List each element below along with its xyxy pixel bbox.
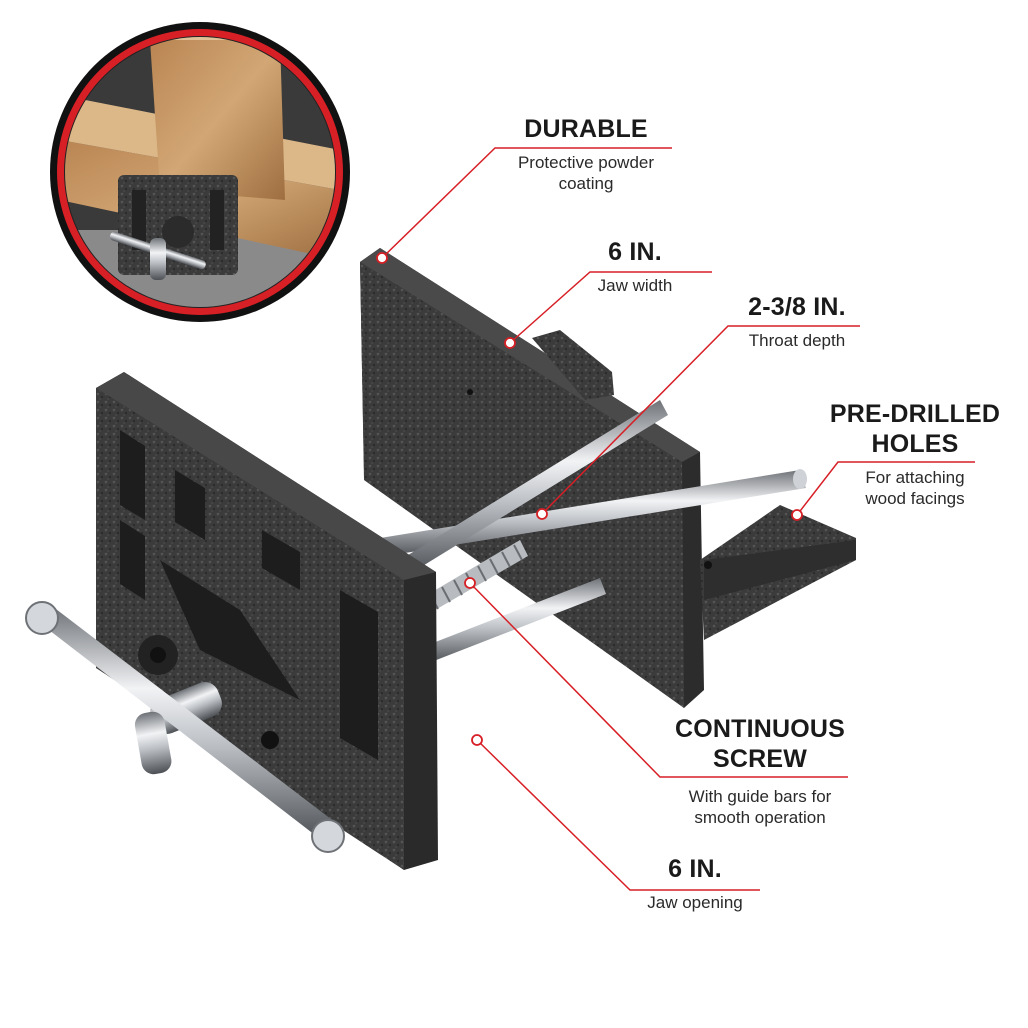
callout-jaw-width: 6 IN. Jaw width [560,237,710,296]
callout-holes-title-1: PRE-DRILLED [829,400,1001,428]
callout-screw: CONTINUOUS SCREW With guide bars for smo… [660,714,860,828]
callout-durable-desc-1: Protective powder [517,153,655,172]
callout-durable: DURABLE Protective powder coating [476,114,696,194]
leader-lines [381,147,975,891]
leader-screw [469,582,848,778]
leader-dots [376,252,803,746]
callout-screw-title-2: SCREW [712,745,808,773]
callout-holes-desc-1: For attaching [865,468,965,487]
callout-durable-title: DURABLE [524,115,648,143]
callout-throat-depth: 2-3/8 IN. Throat depth [722,292,872,351]
callout-throat-depth-desc: Throat depth [748,331,846,350]
vise-handle [25,601,345,853]
callout-jaw-width-desc: Jaw width [597,276,673,295]
inset-photo [50,22,350,322]
clamped-board [150,40,285,200]
vise [25,248,856,870]
callout-holes-desc-2: wood facings [865,489,965,508]
callout-holes: PRE-DRILLED HOLES For attaching wood fac… [826,399,1004,509]
callout-screw-desc-1: With guide bars for [688,787,832,806]
callout-jaw-opening-title: 6 IN. [668,855,722,883]
callout-jaw-width-title: 6 IN. [608,238,662,266]
guide-rods [368,400,807,664]
leader-throat [541,325,860,515]
leader-jaw-width [509,271,712,344]
leader-jaw-opening [476,739,760,891]
callout-throat-depth-title: 2-3/8 IN. [748,293,846,321]
callout-screw-desc-2: smooth operation [694,808,826,827]
callout-jaw-opening-desc: Jaw opening [647,893,743,912]
leader-holes [796,461,975,516]
callout-jaw-opening: 6 IN. Jaw opening [615,854,775,913]
callout-durable-desc-2: coating [558,174,614,193]
jaw-casting [120,430,378,760]
leader-durable [381,147,672,259]
callout-holes-title-2: HOLES [871,430,959,458]
callout-screw-title-1: CONTINUOUS [674,715,846,743]
rear-bracket [532,330,614,400]
